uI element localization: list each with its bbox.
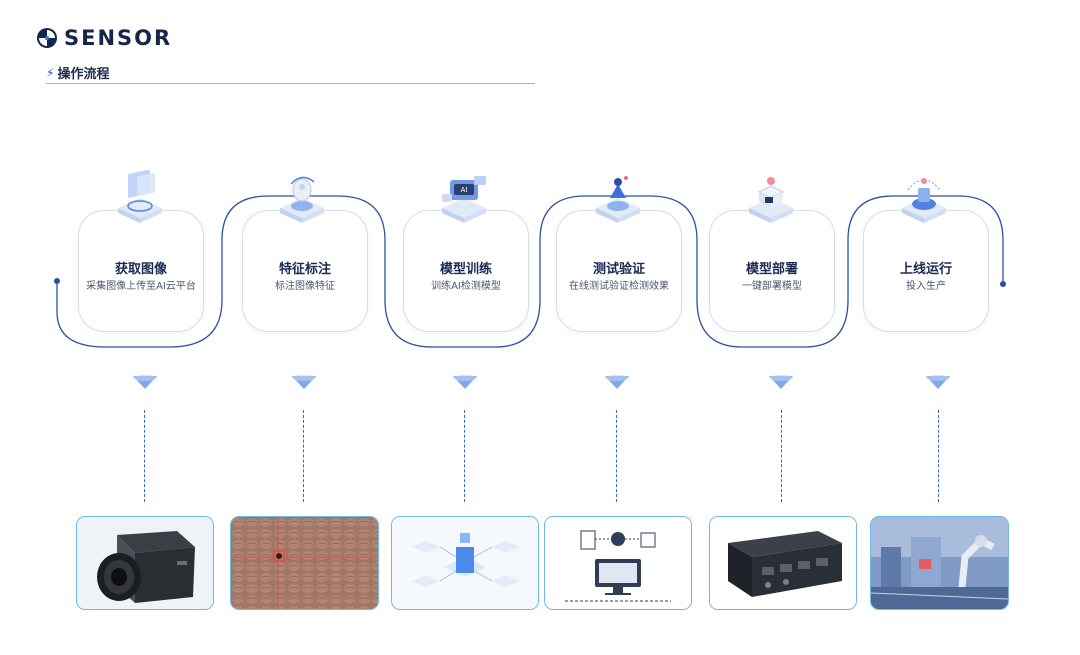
test-dashboard-image — [544, 516, 692, 610]
step-card-5[interactable]: 模型部署 一键部署模型 — [709, 210, 835, 332]
step-desc: 在线测试验证检测效果 — [569, 281, 669, 292]
section-divider — [46, 83, 535, 84]
down-arrow-icon — [605, 375, 629, 389]
step-title: 特征标注 — [278, 262, 331, 277]
model-training-diagram-image — [391, 516, 539, 610]
sensor-logo-icon — [37, 28, 57, 48]
brand-logo: SENSOR — [36, 27, 172, 49]
deploy-box-icon — [749, 177, 793, 223]
down-arrow-icon — [926, 375, 950, 389]
step-title: 模型训练 — [439, 262, 492, 277]
down-arrow-icon — [133, 375, 157, 389]
lightning-icon: ⚡ — [46, 65, 55, 80]
step-card-4[interactable]: 测试验证 在线测试验证检测效果 — [556, 210, 682, 332]
ai-training-icon: AI — [442, 176, 486, 223]
step-card-3[interactable]: 模型训练 训练AI检测模型 — [403, 210, 529, 332]
down-arrow-icon — [453, 375, 477, 389]
camera-platform-icon — [118, 170, 162, 223]
dashed-connector — [781, 410, 782, 502]
step-title: 获取图像 — [114, 262, 167, 277]
step-desc: 训练AI检测模型 — [431, 281, 501, 292]
section-heading: ⚡ 操作流程 — [46, 63, 110, 83]
step-desc: 采集图像上传至AI云平台 — [86, 281, 196, 292]
dashed-connector — [464, 410, 465, 502]
factory-robot-image — [870, 516, 1009, 610]
step-card-6[interactable]: 上线运行 投入生产 — [863, 210, 989, 332]
step-title: 模型部署 — [745, 262, 798, 277]
test-verify-icon — [596, 176, 640, 223]
down-arrow-icon — [292, 375, 316, 389]
down-arrow-icon — [769, 375, 793, 389]
step-card-1[interactable]: 获取图像 采集图像上传至AI云平台 — [78, 210, 204, 332]
annotation-robot-icon — [280, 176, 324, 223]
section-title-text: 操作流程 — [57, 67, 110, 82]
step-title: 上线运行 — [899, 262, 952, 277]
step-card-2[interactable]: 特征标注 标注图像特征 — [242, 210, 368, 332]
dashed-connector — [303, 410, 304, 502]
dashed-connector — [616, 410, 617, 502]
step-title: 测试验证 — [592, 262, 645, 277]
svg-text:AI: AI — [461, 186, 468, 194]
production-run-icon — [902, 178, 946, 223]
brand-logo-text: SENSOR — [64, 26, 173, 50]
dashed-connector — [938, 410, 939, 502]
step-desc: 投入生产 — [906, 281, 946, 292]
step-desc: 标注图像特征 — [275, 281, 335, 292]
edge-computer-image — [709, 516, 857, 610]
dashed-connector — [144, 410, 145, 502]
step-desc: 一键部署模型 — [742, 281, 802, 292]
coffee-bean-annotation-image — [230, 516, 379, 610]
industrial-camera-image — [76, 516, 214, 610]
